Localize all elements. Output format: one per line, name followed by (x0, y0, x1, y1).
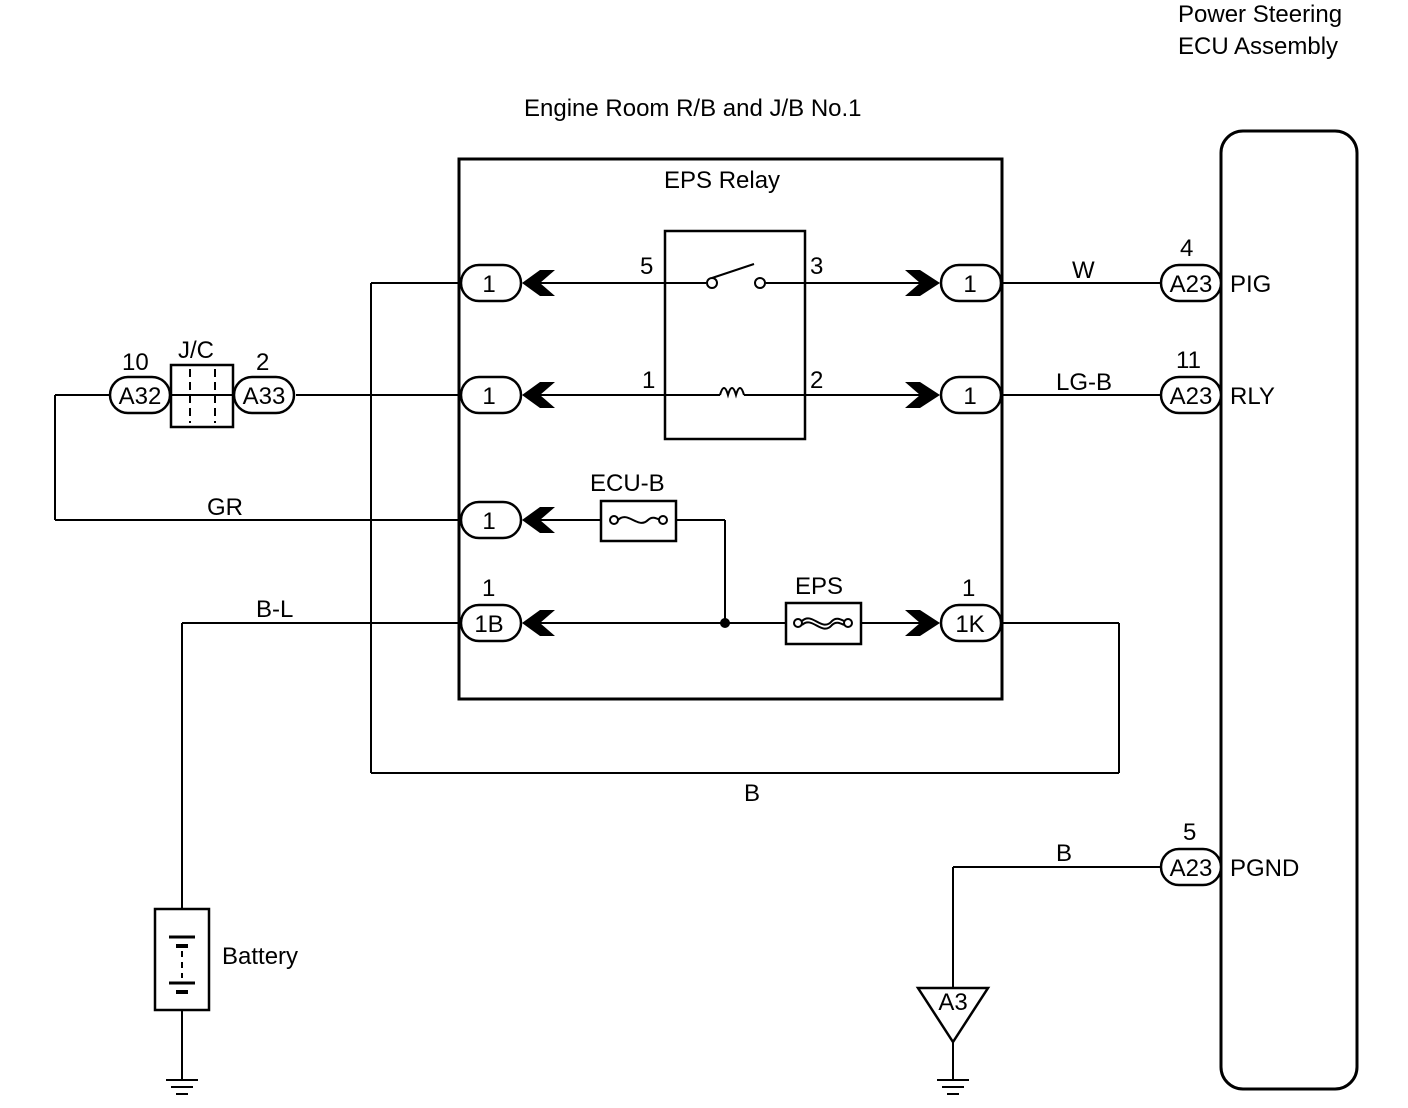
wire-color-gr: GR (207, 494, 243, 521)
ecu-terminal-pig-pin: 4 (1180, 235, 1193, 262)
ground-point-a3-triangle (915, 986, 991, 1045)
ecu-terminal-pgnd-pin: 5 (1183, 819, 1196, 846)
wire-color-pig: W (1072, 257, 1095, 284)
ecu-terminal-rly-pin: 11 (1176, 347, 1201, 374)
ground-point-a3-label: A3 (938, 989, 967, 1016)
right-pin-1k-number: 1 (962, 575, 975, 602)
ecu-terminal-pgnd: A23 5 PGND (1159, 819, 1299, 887)
jc-label: J/C (178, 337, 214, 364)
eps-relay-box (663, 229, 807, 441)
wire-color-b-ground: B (1056, 840, 1072, 867)
battery-box (153, 907, 211, 1012)
ecu-terminal-pgnd-code: A23 (1170, 855, 1213, 882)
junction-block-title: Engine Room R/B and J/B No.1 (524, 95, 862, 122)
connector-a32-pin: 10 (122, 349, 149, 376)
connector-a32-code: A32 (119, 383, 162, 410)
ecu-title-line2: ECU Assembly (1178, 33, 1338, 60)
relay-pin-2: 2 (810, 367, 823, 394)
ecu-terminal-pig-code: A23 (1170, 271, 1213, 298)
relay-switch-contact-right (754, 277, 766, 289)
right-pin-1k: 1K (955, 611, 984, 638)
right-pin-2: 1 (963, 383, 976, 410)
left-connector-row2: 1 (459, 375, 555, 415)
relay-title: EPS Relay (664, 167, 780, 194)
ecu-terminal-rly: A23 11 RLY (1159, 347, 1275, 415)
wire-color-b-loop: B (744, 780, 760, 807)
ecu-assembly-box (1219, 129, 1359, 1091)
ecu-terminal-rly-name: RLY (1230, 383, 1275, 410)
right-connector-row4: 1K (905, 603, 1003, 643)
left-connector-row4: 1B (459, 603, 555, 643)
left-connector-row3: 1 (459, 500, 555, 540)
relay-coil-icon (719, 387, 745, 399)
relay-switch-blade (711, 263, 755, 279)
left-connector-row1: 1 (459, 263, 555, 303)
ecu-terminal-pig-name: PIG (1230, 271, 1271, 298)
left-pin-1b: 1B (474, 611, 503, 638)
ground-icon (937, 1079, 969, 1095)
connector-a33-pill (232, 375, 296, 415)
wire-color-rly: LG-B (1056, 369, 1112, 396)
ecu-title-line1: Power Steering (1178, 1, 1342, 28)
left-pin-1b-number: 1 (482, 575, 495, 602)
relay-pin-5: 5 (640, 253, 653, 280)
ground-icon (166, 1079, 198, 1095)
left-pin-1: 1 (482, 271, 495, 298)
right-connector-row1: 1 (905, 263, 1003, 303)
ecu-terminal-rly-code: A23 (1170, 383, 1213, 410)
relay-pin-3: 3 (810, 253, 823, 280)
right-pin-1: 1 (963, 271, 976, 298)
right-connector-row2: 1 (905, 375, 1003, 415)
connector-a33-pin: 2 (256, 349, 269, 376)
wire-color-bl: B-L (256, 596, 293, 623)
fuse-ecu-b-label: ECU-B (590, 470, 665, 497)
left-pin-2: 1 (482, 383, 495, 410)
junction-block-box (457, 157, 1004, 701)
battery-label: Battery (222, 943, 298, 970)
connector-a32-pill (108, 375, 172, 415)
left-pin-3: 1 (482, 508, 495, 535)
connector-a33-code: A33 (243, 383, 286, 410)
ecu-terminal-pgnd-name: PGND (1230, 855, 1299, 882)
fuse-eps-label: EPS (795, 573, 843, 600)
relay-pin-1: 1 (642, 367, 655, 394)
ecu-terminal-pig: A23 4 PIG (1159, 235, 1271, 303)
relay-switch-contact-left (706, 277, 718, 289)
